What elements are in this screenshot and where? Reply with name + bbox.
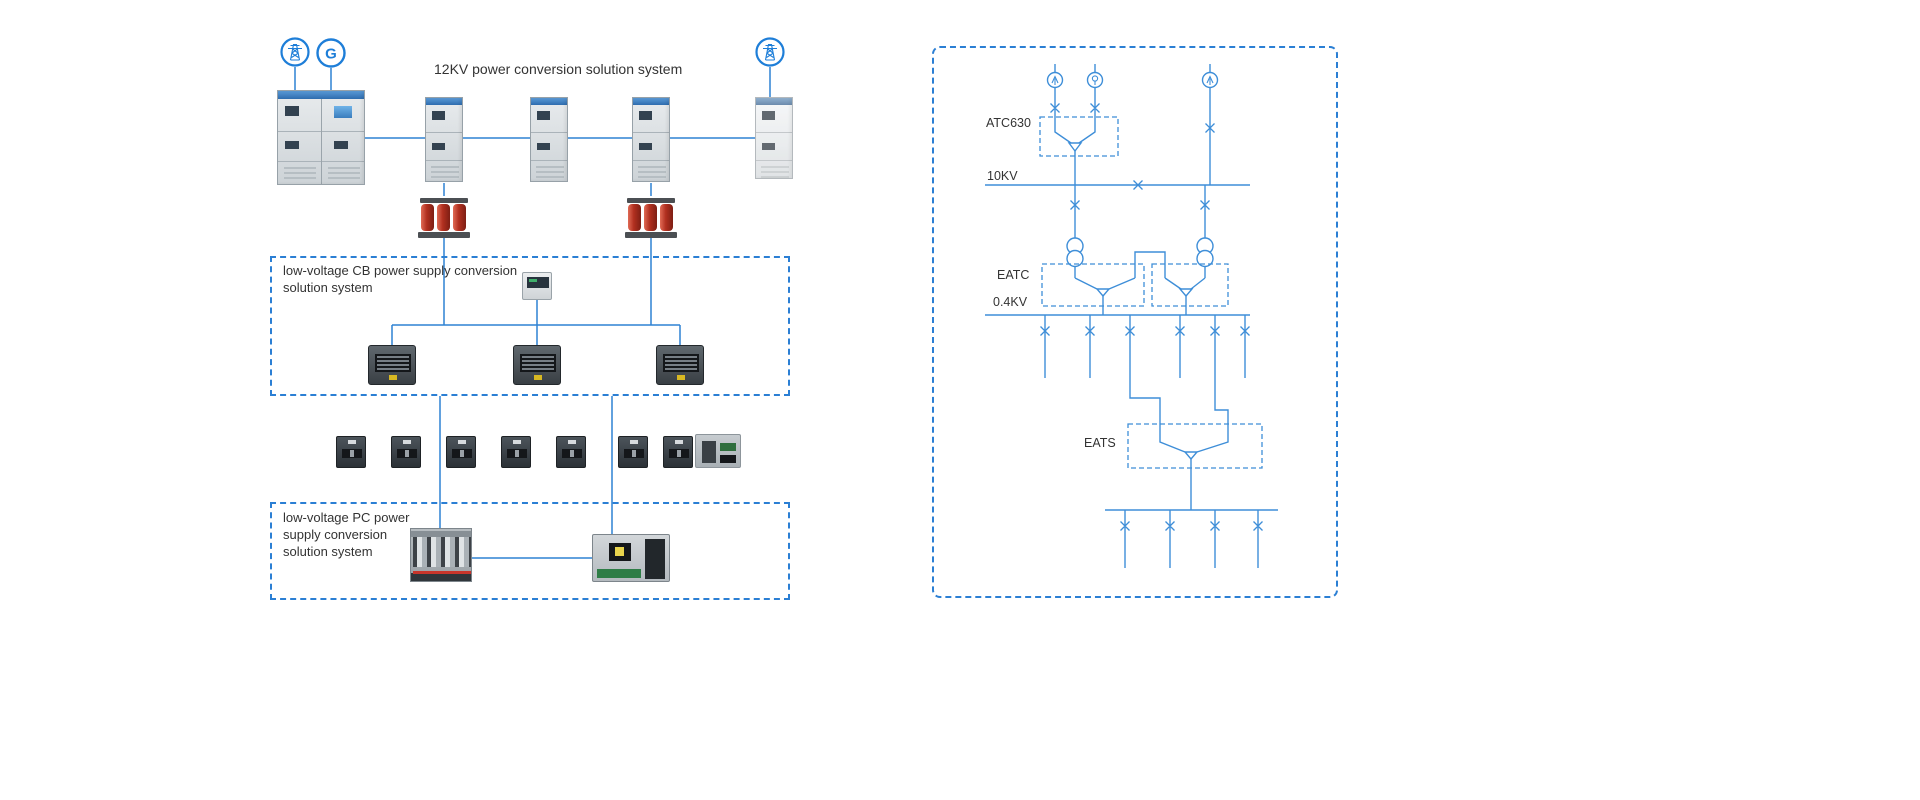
atc-dashed-box	[1039, 116, 1119, 157]
generator-icon: G	[316, 38, 346, 68]
grid-tower-icon-left	[280, 37, 310, 67]
switch-x-marks	[1040, 103, 1263, 531]
cb-box-label: low-voltage CB power supply conversion s…	[283, 263, 518, 295]
mccb	[556, 436, 586, 468]
hv-bus-label: 10KV	[987, 169, 1018, 183]
switch-disconnector	[410, 528, 472, 582]
hv-switchgear-lineup	[277, 90, 365, 185]
right-schematic	[985, 64, 1278, 568]
pc-feed-lines	[439, 396, 613, 559]
lv-bus-label: 0.4KV	[993, 295, 1028, 309]
diagram-title: 12KV power conversion solution system	[434, 61, 683, 77]
pc-solution-box	[270, 502, 790, 600]
air-circuit-breaker-1	[368, 345, 416, 385]
air-circuit-breaker-2	[513, 345, 561, 385]
mccb	[446, 436, 476, 468]
mccb	[336, 436, 366, 468]
eats-label: EATS	[1084, 436, 1116, 450]
cb-bus-lines	[391, 300, 681, 345]
air-circuit-breaker-3	[656, 345, 704, 385]
generator-letter: G	[325, 46, 337, 63]
hv-switchgear-cabinet-2	[530, 97, 568, 182]
transformer-symbols	[1066, 237, 1214, 268]
mccb	[618, 436, 648, 468]
schematic-frame	[932, 46, 1338, 598]
pc-box-label: low-voltage PC power supply conversion s…	[283, 510, 410, 559]
cb-solution-box	[270, 256, 790, 396]
mccb	[501, 436, 531, 468]
eats-dashed-box	[1127, 423, 1263, 469]
hv-switchgear-cabinet-3	[632, 97, 670, 182]
hv-switchgear-cabinet-4	[755, 97, 793, 179]
left-wiring-lines	[294, 67, 771, 559]
eatc-label: EATC	[997, 268, 1030, 282]
source-stub-lines	[294, 67, 771, 97]
mccb-light	[695, 434, 741, 468]
dry-type-transformer-2	[625, 196, 677, 238]
transformer-feed-lines	[443, 183, 652, 325]
mccb	[663, 436, 693, 468]
eatc-dashed-box-1	[1041, 263, 1145, 307]
schematic-dashed-boxes	[1039, 116, 1263, 469]
transfer-switch-triangles	[1067, 142, 1199, 461]
automatic-transfer-switch	[592, 534, 670, 582]
atc630-label: ATC630	[986, 116, 1031, 130]
source-symbols	[1046, 71, 1219, 89]
mccb	[391, 436, 421, 468]
schematic-lines	[985, 64, 1278, 568]
hv-switchgear-cabinet-1	[425, 97, 463, 182]
eatc-dashed-box-2	[1151, 263, 1229, 307]
grid-tower-icon-right	[755, 37, 785, 67]
dry-type-transformer-1	[418, 196, 470, 238]
power-meter	[522, 272, 552, 300]
